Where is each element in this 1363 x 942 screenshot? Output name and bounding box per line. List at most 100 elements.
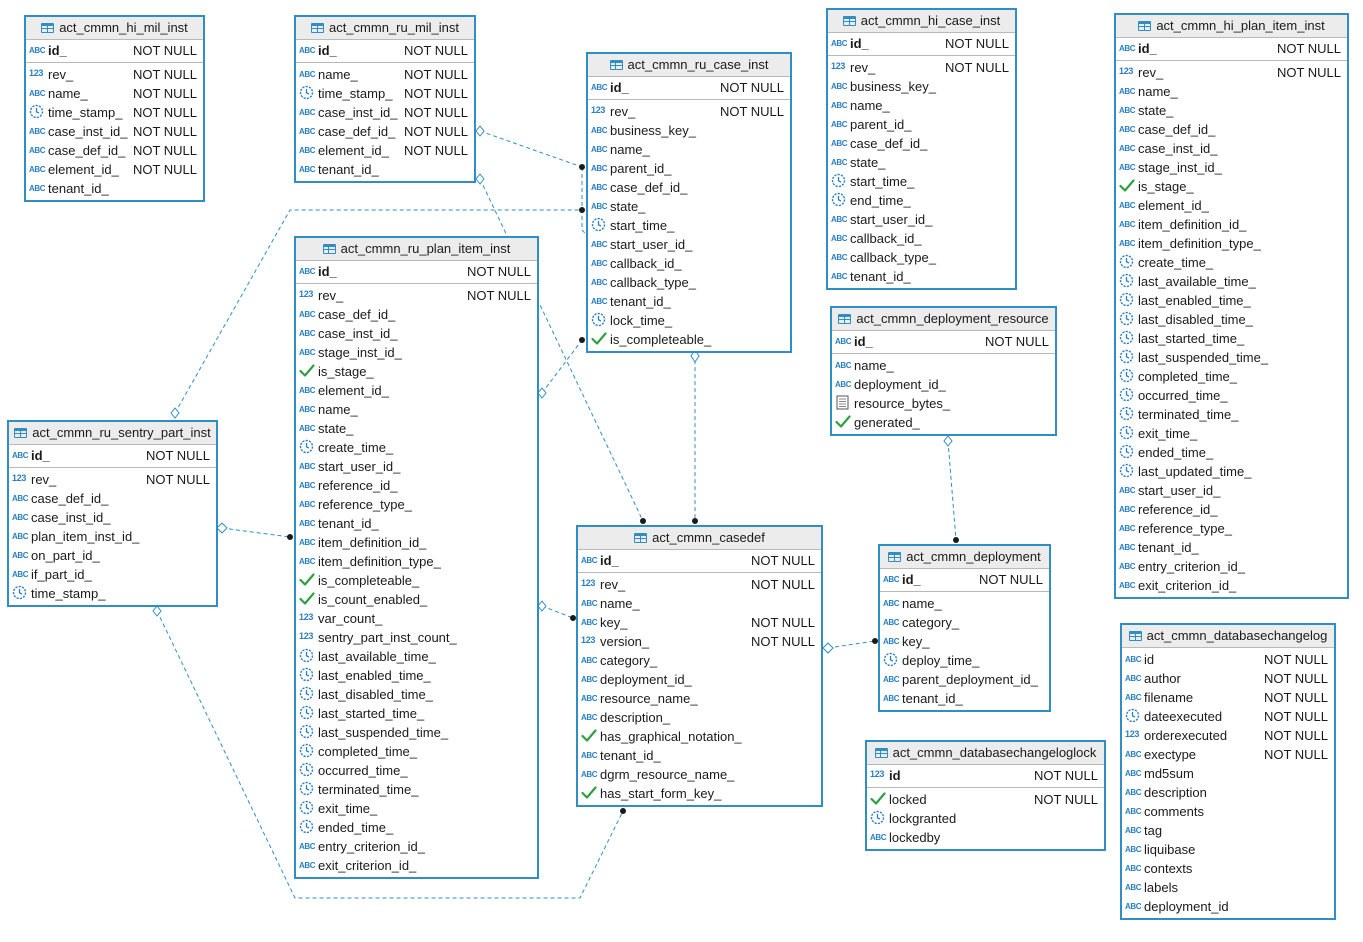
column-row[interactable]: has_start_form_key_ xyxy=(578,784,821,803)
table-header[interactable]: act_cmmn_ru_case_inst xyxy=(588,54,790,77)
column-row[interactable]: exit_time_ xyxy=(296,799,537,818)
table-header[interactable]: act_cmmn_databasechangeloglock xyxy=(867,742,1104,765)
column-row[interactable]: create_time_ xyxy=(1116,253,1347,272)
column-row[interactable]: ended_time_ xyxy=(1116,443,1347,462)
column-row[interactable]: last_enabled_time_ xyxy=(296,666,537,685)
table-header[interactable]: act_cmmn_deployment xyxy=(880,546,1049,569)
column-row[interactable]: completed_time_ xyxy=(296,742,537,761)
table-header[interactable]: act_cmmn_casedef xyxy=(578,527,821,550)
column-row[interactable]: last_available_time_ xyxy=(1116,272,1347,291)
table-header[interactable]: act_cmmn_ru_mil_inst xyxy=(296,17,474,40)
column-row[interactable]: is_stage_ xyxy=(296,362,537,381)
column-row[interactable]: is_stage_ xyxy=(1116,177,1347,196)
column-row[interactable]: last_updated_time_ xyxy=(1116,462,1347,481)
column-row[interactable]: last_enabled_time_ xyxy=(1116,291,1347,310)
table-header[interactable]: act_cmmn_databasechangelog xyxy=(1122,625,1334,648)
column-row[interactable]: time_stamp_NOT NULL xyxy=(26,103,203,122)
column-row[interactable]: generated_ xyxy=(832,413,1055,432)
column-row[interactable]: end_time_ xyxy=(828,191,1015,210)
column-row[interactable]: last_suspended_time_ xyxy=(1116,348,1347,367)
column-row[interactable]: resource_bytes_ xyxy=(832,394,1055,413)
column-row[interactable]: last_suspended_time_ xyxy=(296,723,537,742)
column-row[interactable]: exit_time_ xyxy=(1116,424,1347,443)
column-row[interactable]: occurred_time_ xyxy=(1116,386,1347,405)
column-row[interactable]: has_graphical_notation_ xyxy=(578,727,821,746)
column-row[interactable]: is_completeable_ xyxy=(588,330,790,349)
column-row[interactable]: lock_time_ xyxy=(588,311,790,330)
